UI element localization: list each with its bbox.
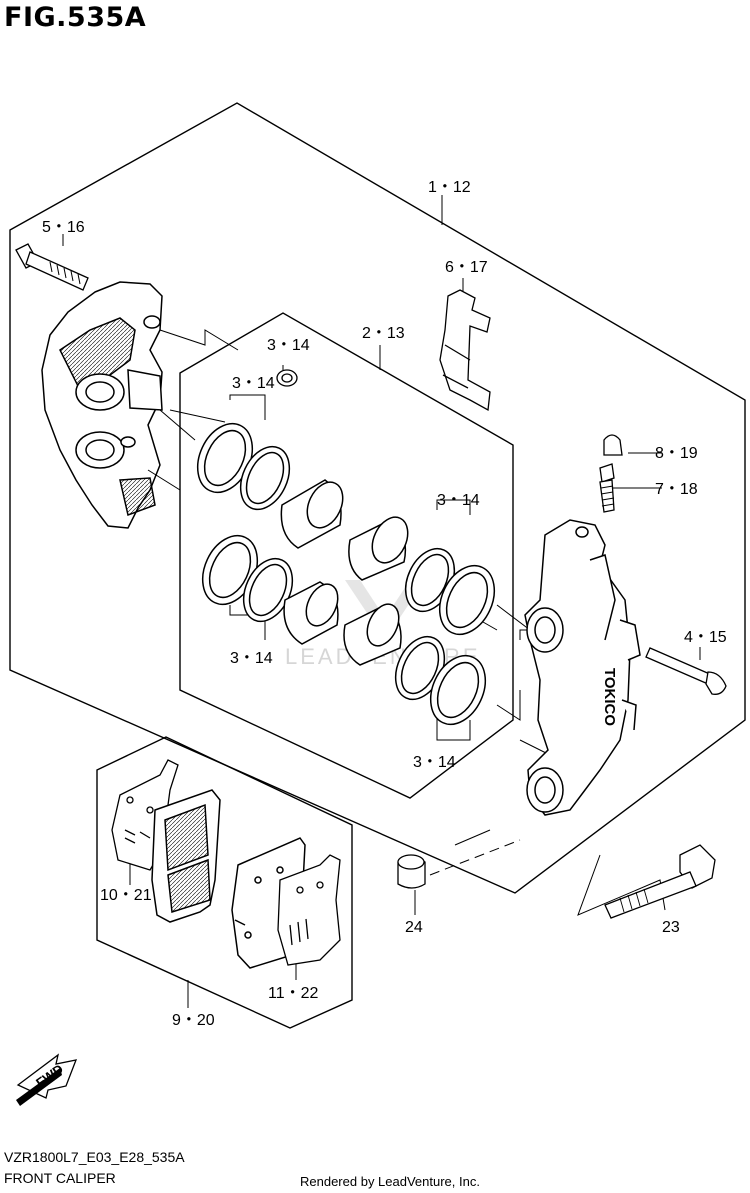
callout-6-17: 6・17: [445, 259, 488, 276]
pad-spring: [439, 289, 491, 412]
forward-arrow: [16, 1053, 78, 1106]
callout-2-13: 2・13: [362, 325, 405, 342]
callout-3-14-lower-left: 3・14: [230, 650, 273, 667]
callout-1-12: 1・12: [428, 179, 471, 196]
callout-23: 23: [662, 919, 680, 936]
callout-9-20: 9・20: [172, 1012, 215, 1029]
callout-3-14-left: 3・14: [232, 375, 275, 392]
callout-11-22: 11・22: [268, 985, 319, 1002]
caliper-half-left: [41, 281, 163, 529]
rendered-by: Rendered by LeadVenture, Inc.: [300, 1174, 480, 1189]
pistons: [280, 479, 409, 666]
callout-24: 24: [405, 919, 423, 936]
callout-7-18: 7・18: [655, 481, 698, 498]
brake-pad-shim-right: [277, 854, 341, 966]
assembly-outline: [9, 102, 746, 894]
callout-4-15: 4・15: [684, 629, 727, 646]
callout-10-21: 10・21: [100, 887, 152, 904]
mounting-bolt: [604, 844, 716, 919]
figure-title: FIG.535A: [4, 2, 147, 33]
washer: [276, 369, 298, 387]
callout-3-14-right: 3・14: [437, 492, 480, 509]
caliper-plug: [397, 854, 426, 889]
caliper-brand: TOKICO: [601, 668, 618, 726]
callout-8-19: 8・19: [655, 445, 698, 462]
brake-pad-left: [151, 789, 221, 923]
callout-3-14-lower-right: 3・14: [413, 754, 456, 771]
caliper-half-right: [524, 519, 641, 816]
callout-5-16: 5・16: [42, 219, 85, 236]
callout-3-14-washer: 3・14: [267, 337, 310, 354]
caliper-bolt: [15, 243, 89, 291]
pad-kit-outline: [96, 736, 353, 1029]
pad-pin: [645, 647, 727, 695]
piston-seals: [196, 422, 496, 726]
diagram-name: FRONT CALIPER: [4, 1170, 116, 1186]
bleeder-valve: [599, 434, 623, 513]
model-code: VZR1800L7_E03_E28_535A: [4, 1149, 185, 1165]
piston-kit-outline: [179, 312, 514, 799]
